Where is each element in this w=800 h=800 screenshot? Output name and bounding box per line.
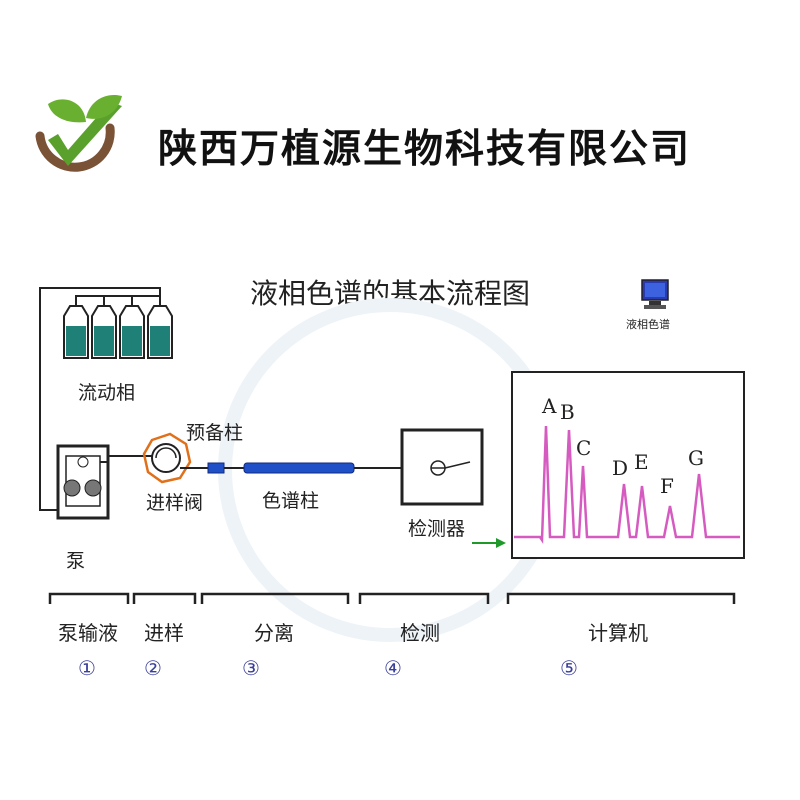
mobile-phase-label: 流动相	[78, 382, 136, 404]
stage-number: ⑤	[560, 656, 578, 680]
precolumn	[207, 462, 225, 474]
computer-icon-label: 液相色谱	[626, 318, 670, 331]
stage-label: 泵输液	[58, 621, 118, 645]
computer-icon[interactable]	[640, 278, 670, 312]
peak-label: G	[688, 446, 704, 470]
stage-brackets	[48, 592, 736, 604]
injection-valve-label: 进样阀	[146, 492, 204, 514]
pump-unit	[56, 444, 110, 520]
pump-label: 泵	[66, 550, 86, 572]
company-logo	[35, 94, 122, 172]
stage-number: ④	[384, 656, 402, 680]
chromatographic-column	[243, 462, 355, 474]
peak-label: C	[576, 436, 592, 460]
stage-number: ①	[78, 656, 96, 680]
stage-number: ②	[144, 656, 162, 680]
precolumn-label: 预备柱	[186, 422, 244, 444]
peak-label: E	[634, 450, 649, 474]
peak-label: D	[612, 456, 629, 480]
peak-label: A	[542, 394, 557, 418]
chromatogram-trace	[514, 425, 740, 544]
stage-label: 计算机	[588, 621, 648, 645]
company-name: 陕西万植源生物科技有限公司	[158, 126, 692, 172]
mobile-phase-bottles	[63, 305, 173, 359]
peak-label: B	[560, 400, 575, 424]
detector-label: 检测器	[408, 518, 466, 540]
column-label: 色谱柱	[262, 490, 320, 512]
stage-label: 进样	[144, 621, 184, 645]
stage-number: ③	[242, 656, 260, 680]
stage-label: 检测	[400, 621, 440, 645]
detector	[400, 428, 484, 506]
stage-label: 分离	[254, 621, 294, 645]
peak-label: F	[660, 474, 674, 498]
injection-valve	[142, 432, 192, 484]
